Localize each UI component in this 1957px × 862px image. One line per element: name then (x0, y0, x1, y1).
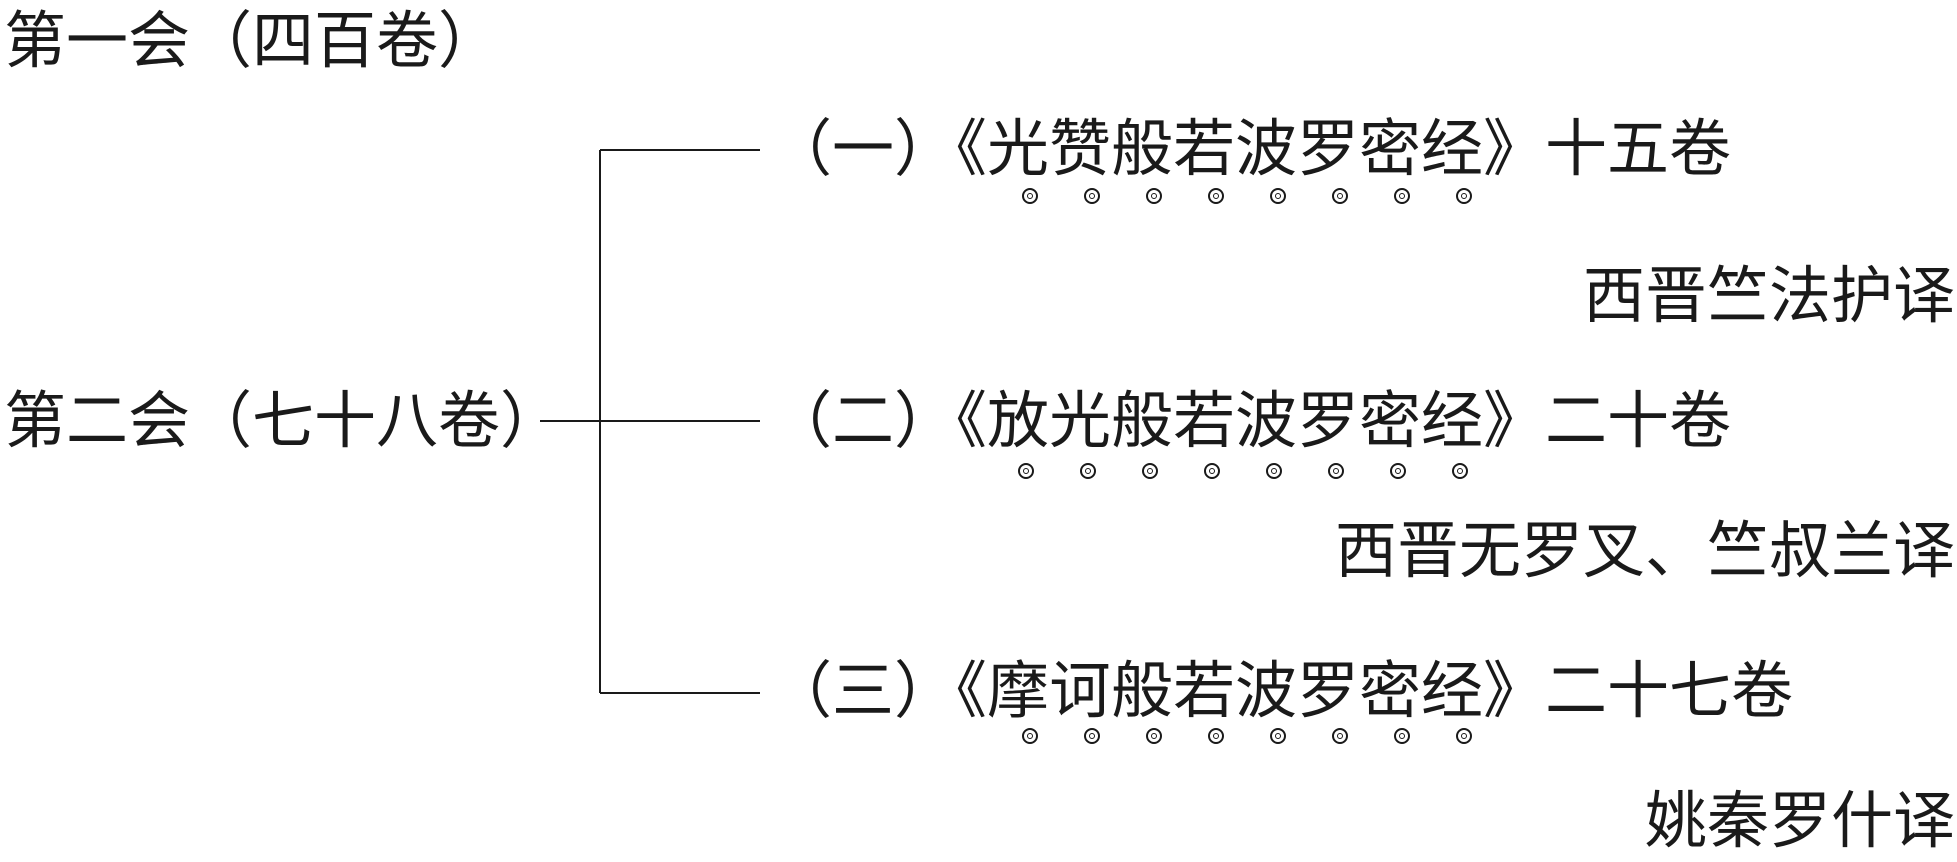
assembly-2-label: 第二会（七十八卷） (4, 384, 563, 457)
branch-3-line: （三）《摩诃般若波罗密经》二十七卷 (770, 660, 1793, 722)
branch-2-title: 《放光般若波罗密经》 (956, 384, 1546, 457)
emphasis-dot-icon (1208, 188, 1224, 204)
branch-2-volumes: 二十卷 (1545, 384, 1732, 457)
branch-2-number: （二） (770, 384, 957, 457)
branch-2-line: （二）《放光般若波罗密经》二十卷 (770, 390, 1731, 452)
emphasis-dot-icon (1022, 728, 1038, 744)
emphasis-dot-icon (1204, 463, 1220, 479)
emphasis-dot-icon (1084, 188, 1100, 204)
emphasis-dot-icon (1266, 463, 1282, 479)
emphasis-dot-icon (1332, 188, 1348, 204)
emphasis-dot-icon (1452, 463, 1468, 479)
emphasis-dot-icon (1270, 728, 1286, 744)
emphasis-dot-icon (1018, 463, 1034, 479)
emphasis-dot-icon (1390, 463, 1406, 479)
assembly-1-label: 第一会（四百卷） (4, 4, 501, 77)
branch-1-line: （一）《光赞般若波罗密经》十五卷 (770, 118, 1731, 180)
emphasis-dot-icon (1146, 188, 1162, 204)
branch-1-translator: 西晋竺法护译 (1582, 259, 1955, 332)
emphasis-dot-icon (1142, 463, 1158, 479)
branch-1-title: 《光赞般若波罗密经》 (956, 112, 1546, 185)
emphasis-dot-icon (1456, 188, 1472, 204)
branch-3-translator: 姚秦罗什译 (1644, 784, 1955, 857)
emphasis-dot-icon (1456, 728, 1472, 744)
emphasis-dot-icon (1328, 463, 1344, 479)
branch-2-translator: 西晋无罗叉、竺叔兰译 (1334, 514, 1955, 587)
branch-3-volumes: 二十七卷 (1545, 654, 1794, 727)
emphasis-dot-icon (1084, 728, 1100, 744)
branch-3-number: （三） (770, 654, 957, 727)
emphasis-dot-icon (1208, 728, 1224, 744)
branch-1-number: （一） (770, 112, 957, 185)
emphasis-dot-icon (1332, 728, 1348, 744)
branch-3-emphasis-dots (1022, 728, 1472, 758)
branch-1-emphasis-dots (1022, 188, 1472, 218)
emphasis-dot-icon (1146, 728, 1162, 744)
emphasis-dot-icon (1080, 463, 1096, 479)
branch-3-title: 《摩诃般若波罗密经》 (956, 654, 1546, 727)
emphasis-dot-icon (1270, 188, 1286, 204)
branch-1-volumes: 十五卷 (1545, 112, 1732, 185)
emphasis-dot-icon (1394, 728, 1410, 744)
branch-2-emphasis-dots (1018, 463, 1468, 493)
emphasis-dot-icon (1022, 188, 1038, 204)
emphasis-dot-icon (1394, 188, 1410, 204)
